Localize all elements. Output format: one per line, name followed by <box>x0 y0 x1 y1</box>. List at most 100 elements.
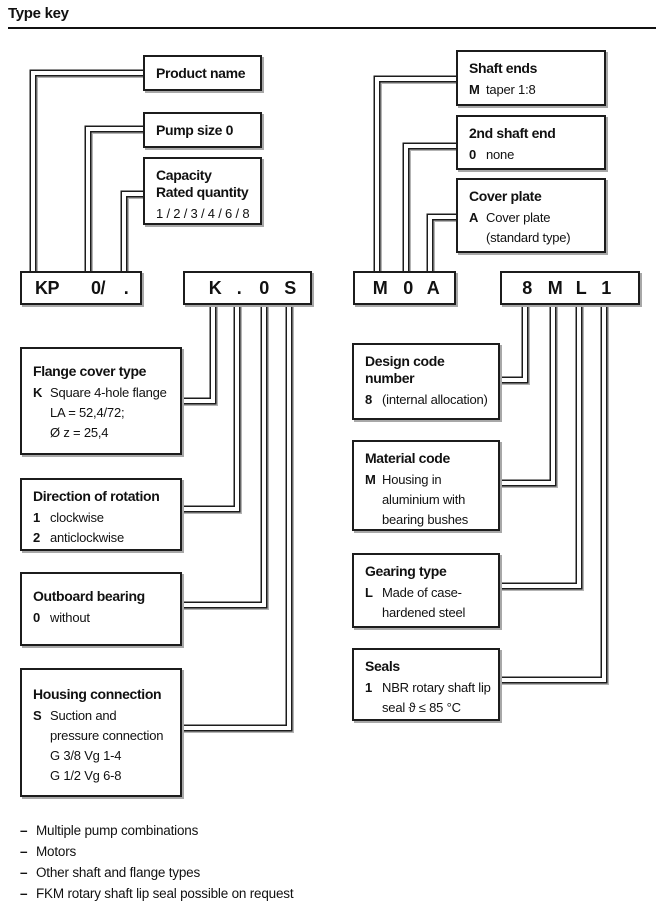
code-segment: 8 <box>522 278 532 298</box>
code-segment: 0/ <box>90 278 106 298</box>
footnote-item: – FKM rotary shaft lip seal possible on … <box>20 883 294 904</box>
dash-bullet: – <box>20 865 28 880</box>
entry: 8 (internal allocation) <box>365 390 489 410</box>
connector-design-code-number <box>498 302 529 384</box>
box-cover-plate: Cover plate A Cover plate (standard type… <box>456 178 606 253</box>
entry-line: hardened steel <box>382 605 466 620</box>
box-capacity: Capacity Rated quantity 1 / 2 / 3 / 4 / … <box>143 157 262 225</box>
entry: K Square 4-hole flange LA = 52,4/72; Ø z… <box>33 383 171 443</box>
footnote-text: FKM rotary shaft lip seal possible on re… <box>36 886 294 901</box>
entry-code: 1 <box>33 510 41 525</box>
entry-code: 0 <box>469 147 477 162</box>
entry-line: bearing bushes <box>382 512 469 527</box>
box-direction-of-rotation: Direction of rotation 1 clockwise 2 anti… <box>20 478 182 551</box>
box-title: Pump size 0 <box>156 121 234 138</box>
box-title: Shaft ends <box>469 60 538 76</box>
code-box-k0s: K . 0 S <box>183 271 312 305</box>
dash-bullet: – <box>20 823 28 838</box>
dash-bullet: – <box>20 886 28 901</box>
box-title: 2nd shaft end <box>469 125 556 141</box>
code-box-8ml1: 8 M L 1 <box>500 271 640 305</box>
footnote-text: Multiple pump combinations <box>36 823 199 838</box>
box-second-shaft-end: 2nd shaft end 0 none <box>456 115 606 170</box>
box-title: Seals <box>365 658 400 674</box>
entry-line: Square 4-hole flange <box>50 385 167 400</box>
entry: S Suction and pressure connection G 3/8 … <box>33 706 171 786</box>
dash-bullet: – <box>20 844 28 859</box>
box-housing-connection: Housing connection S Suction and pressur… <box>20 668 182 797</box>
box-material-code: Material code M Housing in aluminium wit… <box>352 440 500 531</box>
entry-code: L <box>365 585 373 600</box>
entry: L Made of case- hardened steel <box>365 583 489 623</box>
code-segment: S <box>284 278 296 298</box>
entry-line: Suction and <box>50 708 117 723</box>
entry-code: A <box>469 210 479 225</box>
code-segment: . <box>123 278 129 298</box>
code-box-m0a: M 0 A <box>353 271 456 305</box>
entry-code: 8 <box>365 392 373 407</box>
footnote-item: – Motors <box>20 841 293 862</box>
entry: 1 NBR rotary shaft lip seal ϑ ≤ 85 °C <box>365 678 491 718</box>
code-segment: 0 <box>259 278 269 298</box>
entry-line: Housing in <box>382 472 442 487</box>
footnote-item: – Other shaft and flange types <box>20 862 293 883</box>
box-title: Gearing type <box>365 563 447 579</box>
entry: 0 none <box>469 145 595 165</box>
code-segment: 0 <box>403 278 413 298</box>
box-pump-size: Pump size 0 <box>143 112 262 148</box>
title-divider <box>8 27 656 29</box>
capacity-values: 1 / 2 / 3 / 4 / 6 / 8 <box>156 206 250 221</box>
box-title: Cover plate <box>469 188 542 204</box>
page-title: Type key <box>8 5 69 22</box>
code-segment: M <box>372 278 388 298</box>
box-shaft-ends: Shaft ends M taper 1:8 <box>456 50 606 106</box>
box-title: Material code <box>365 450 450 466</box>
code-segment: . <box>236 278 242 298</box>
footnote-item: – Multiple pump combinations <box>20 820 293 841</box>
entry: 1 clockwise <box>33 508 171 528</box>
entry-line: taper 1:8 <box>486 82 536 97</box>
entry-code: S <box>33 708 42 723</box>
connector-flange-cover-type <box>180 302 217 405</box>
box-title: Direction of rotation <box>33 488 160 504</box>
entry-line: LA = 52,4/72; <box>50 405 125 420</box>
box-title: Outboard bearing <box>33 588 145 604</box>
entry-line: without <box>50 610 90 625</box>
code-segment: K <box>208 278 222 298</box>
box-outboard-bearing: Outboard bearing 0 without <box>20 572 182 646</box>
entry-code: 2 <box>33 530 41 545</box>
footnote-text: Motors <box>36 844 77 859</box>
entry-code: K <box>33 385 43 400</box>
entry-line: aluminium with <box>382 492 466 507</box>
entry-line: Cover plate <box>486 210 551 225</box>
entry-line: NBR rotary shaft lip <box>382 680 491 695</box>
code-segment: KP <box>34 278 60 298</box>
box-flange-cover-type: Flange cover type K Square 4-hole flange… <box>20 347 182 455</box>
footnote-text: Other shaft and flange types <box>36 865 201 880</box>
connector-capacity <box>120 190 145 274</box>
code-segment: 1 <box>601 278 611 298</box>
connector-pump-size <box>84 125 145 274</box>
box-design-code-number: Design code number 8 (internal allocatio… <box>352 343 500 420</box>
entry-code: 0 <box>33 610 41 625</box>
code-segment: L <box>575 278 587 298</box>
box-gearing-type: Gearing type L Made of case- hardened st… <box>352 553 500 628</box>
connector-cores <box>31 71 606 730</box>
box-title: Design code number <box>365 353 445 386</box>
entry-line: anticlockwise <box>50 530 124 545</box>
entry: A Cover plate (standard type) <box>469 208 595 248</box>
entry-line: G 1/2 Vg 6-8 <box>50 768 122 783</box>
entry-code: 1 <box>365 680 373 695</box>
entry-code: M <box>365 472 376 487</box>
code-box-kp: KP 0/ . <box>20 271 142 305</box>
code-segment: M <box>547 278 563 298</box>
box-product-name: Product name <box>143 55 262 91</box>
box-title: Flange cover type <box>33 363 147 379</box>
box-title: Housing connection <box>33 686 162 702</box>
box-seals: Seals 1 NBR rotary shaft lip seal ϑ ≤ 85… <box>352 648 500 721</box>
entry-line: clockwise <box>50 510 104 525</box>
entry: 2 anticlockwise <box>33 528 171 548</box>
entry-line: seal ϑ ≤ 85 °C <box>382 700 461 715</box>
entry: M taper 1:8 <box>469 80 595 100</box>
